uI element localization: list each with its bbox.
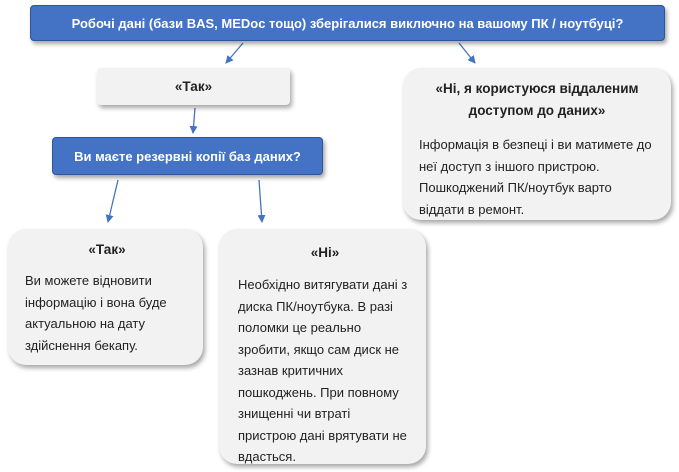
answer-no-top-text: Інформація в безпеці і ви матимете до не… bbox=[419, 137, 652, 217]
backup-yes-box: «Так» Ви можете відновити інформацію і в… bbox=[8, 229, 203, 365]
backup-no-title: «Ні» bbox=[310, 245, 340, 260]
answer-yes-top-label: «Так» bbox=[174, 78, 213, 94]
main-question-box: Робочі дані (бази BAS, MEDoc тощо) збері… bbox=[30, 5, 665, 41]
backup-no-text: Необхідно витягувати дані з диска ПК/ноу… bbox=[238, 277, 408, 464]
backup-yes-title: «Так» bbox=[88, 242, 126, 257]
answer-yes-top-box: «Так» bbox=[97, 68, 290, 105]
arrow-main-to-no bbox=[458, 42, 476, 64]
answer-no-top-box: «Ні, я користуюся віддаленим доступом до… bbox=[403, 68, 671, 220]
arrow-main-to-yes bbox=[225, 42, 244, 64]
arrow-backup-to-no bbox=[257, 179, 266, 223]
arrow-yes-to-backup-question bbox=[189, 107, 198, 134]
answer-no-top-title: «Ні, я користуюся віддаленим доступом до… bbox=[435, 81, 639, 118]
main-question-text: Робочі дані (бази BAS, MEDoc тощо) збері… bbox=[71, 15, 624, 31]
backup-question-text: Ви маєте резервні копії баз даних? bbox=[74, 148, 301, 164]
backup-no-box: «Ні» Необхідно витягувати дані з диска П… bbox=[219, 229, 426, 464]
backup-question-box: Ви маєте резервні копії баз даних? bbox=[52, 137, 323, 175]
backup-yes-text: Ви можете відновити інформацію і вона бу… bbox=[25, 273, 167, 353]
arrow-backup-to-yes bbox=[105, 179, 119, 223]
